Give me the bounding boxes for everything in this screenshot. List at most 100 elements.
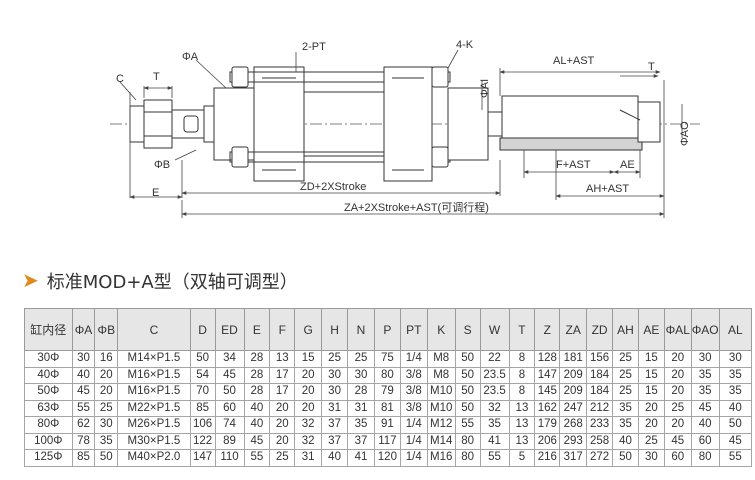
table-cell: 45 [243, 432, 271, 450]
table-cell: 60 [214, 399, 245, 417]
table-cell: 145 [534, 383, 561, 401]
table-cell: 212 [586, 399, 614, 417]
table-cell: 50 [454, 366, 481, 384]
table-cell: 8 [508, 350, 536, 368]
table-cell: 25 [269, 449, 296, 467]
table-cell: 5 [508, 449, 536, 467]
table-cell: 15 [637, 383, 665, 401]
table-header-cell: N [347, 308, 375, 351]
table-cell: 3/8 [399, 383, 428, 401]
table-cell: 78 [71, 432, 96, 450]
table-cell: 40 [71, 366, 96, 384]
table-cell: M12 [426, 416, 456, 434]
table-cell: 25 [612, 350, 639, 368]
table-header-cell: Z [534, 308, 561, 351]
table-header-cell: H [321, 308, 349, 351]
table-cell: 45 [71, 383, 96, 401]
table-header-cell: P [373, 308, 401, 351]
label-e: E [152, 187, 159, 199]
cylinder-technical-drawing: C T ΦA 2-PT 4-K AL+AST T ΦAI ΦAO ΦB E F+… [110, 39, 700, 218]
table-cell: 35 [612, 416, 639, 434]
label-al-ast: AL+AST [553, 55, 595, 67]
table-cell: 60 [690, 432, 720, 450]
table-cell: 184 [586, 383, 614, 401]
table-cell: 22 [479, 350, 510, 368]
table-cell: M8 [426, 350, 456, 368]
table-cell: 55 [71, 399, 96, 417]
table-header-cell: C [117, 308, 191, 351]
table-cell: 120 [373, 449, 401, 467]
table-cell: 32 [294, 416, 323, 434]
table-cell: 45 [214, 366, 245, 384]
table-cell: 75 [373, 350, 401, 368]
table-cell: 91 [373, 416, 401, 434]
table-cell: 20 [294, 399, 323, 417]
table-header-cell: ΦAL [663, 308, 692, 351]
table-cell: M22×P1.5 [117, 399, 191, 417]
table-cell: M10 [426, 399, 456, 417]
table-cell: 8 [508, 366, 536, 384]
table-cell: 35 [347, 416, 375, 434]
table-cell: 89 [214, 432, 245, 450]
table-cell: 1/4 [399, 416, 428, 434]
table-cell: 20 [637, 399, 665, 417]
label-phi-ao: ΦAO [679, 121, 691, 146]
table-cell: 80 [373, 366, 401, 384]
front-cover [253, 66, 305, 182]
table-cell: 268 [559, 416, 588, 434]
table-header-cell: T [508, 308, 536, 351]
label-phi-ai: ΦAI [479, 79, 491, 98]
table-cell: 20 [637, 416, 665, 434]
table-cell: 28 [243, 383, 271, 401]
table-cell: 40 [243, 399, 271, 417]
table-cell: 40 [321, 449, 349, 467]
table-cell: 125Φ [24, 449, 73, 467]
table-cell: 1/4 [399, 350, 428, 368]
table-cell: 45 [718, 432, 753, 450]
table-cell: 110 [214, 449, 245, 467]
table-cell: 181 [559, 350, 588, 368]
table-cell: 156 [586, 350, 614, 368]
table-cell: 37 [321, 416, 349, 434]
table-cell: 100Φ [24, 432, 73, 450]
label-t-left: T [153, 71, 160, 83]
table-cell: 35 [94, 432, 119, 450]
table-cell: 28 [243, 350, 271, 368]
table-cell: 40Φ [24, 366, 73, 384]
label-phi-b: ΦB [154, 159, 170, 171]
table-cell: 55 [454, 416, 481, 434]
table-cell: M14×P1.5 [117, 350, 191, 368]
table-cell: 30 [637, 449, 665, 467]
table-cell: 184 [586, 366, 614, 384]
table-cell: 31 [321, 399, 349, 417]
left-rod-end [129, 99, 205, 149]
table-cell: 80Φ [24, 416, 73, 434]
section-title: 标准MOD+A型（双轴可调型） [46, 272, 298, 293]
table-cell: 35 [479, 416, 510, 434]
table-cell: 35 [718, 366, 753, 384]
table-cell: 60 [663, 449, 692, 467]
table-cell: 50 [454, 350, 481, 368]
table-cell: M30×P1.5 [117, 432, 191, 450]
table-cell: 50 [454, 383, 481, 401]
label-ah-ast: AH+AST [586, 183, 629, 195]
table-cell: 8 [508, 383, 536, 401]
label-f-ast: F+AST [556, 159, 591, 171]
table-cell: 20 [294, 366, 323, 384]
label-za: ZA+2XStroke+AST(可调行程) [344, 201, 489, 214]
table-cell: 1/4 [399, 449, 428, 467]
table-cell: 31 [294, 449, 323, 467]
table-cell: 247 [559, 399, 588, 417]
table-cell: M16×P1.5 [117, 366, 191, 384]
table-cell: 41 [479, 432, 510, 450]
table-cell: 55 [479, 449, 510, 467]
table-cell: 17 [269, 383, 296, 401]
table-header-cell: K [426, 308, 456, 351]
table-cell: 20 [94, 383, 119, 401]
table-cell: 28 [243, 366, 271, 384]
table-cell: 25 [612, 383, 639, 401]
table-cell: 209 [559, 366, 588, 384]
table-cell: 117 [373, 432, 401, 450]
